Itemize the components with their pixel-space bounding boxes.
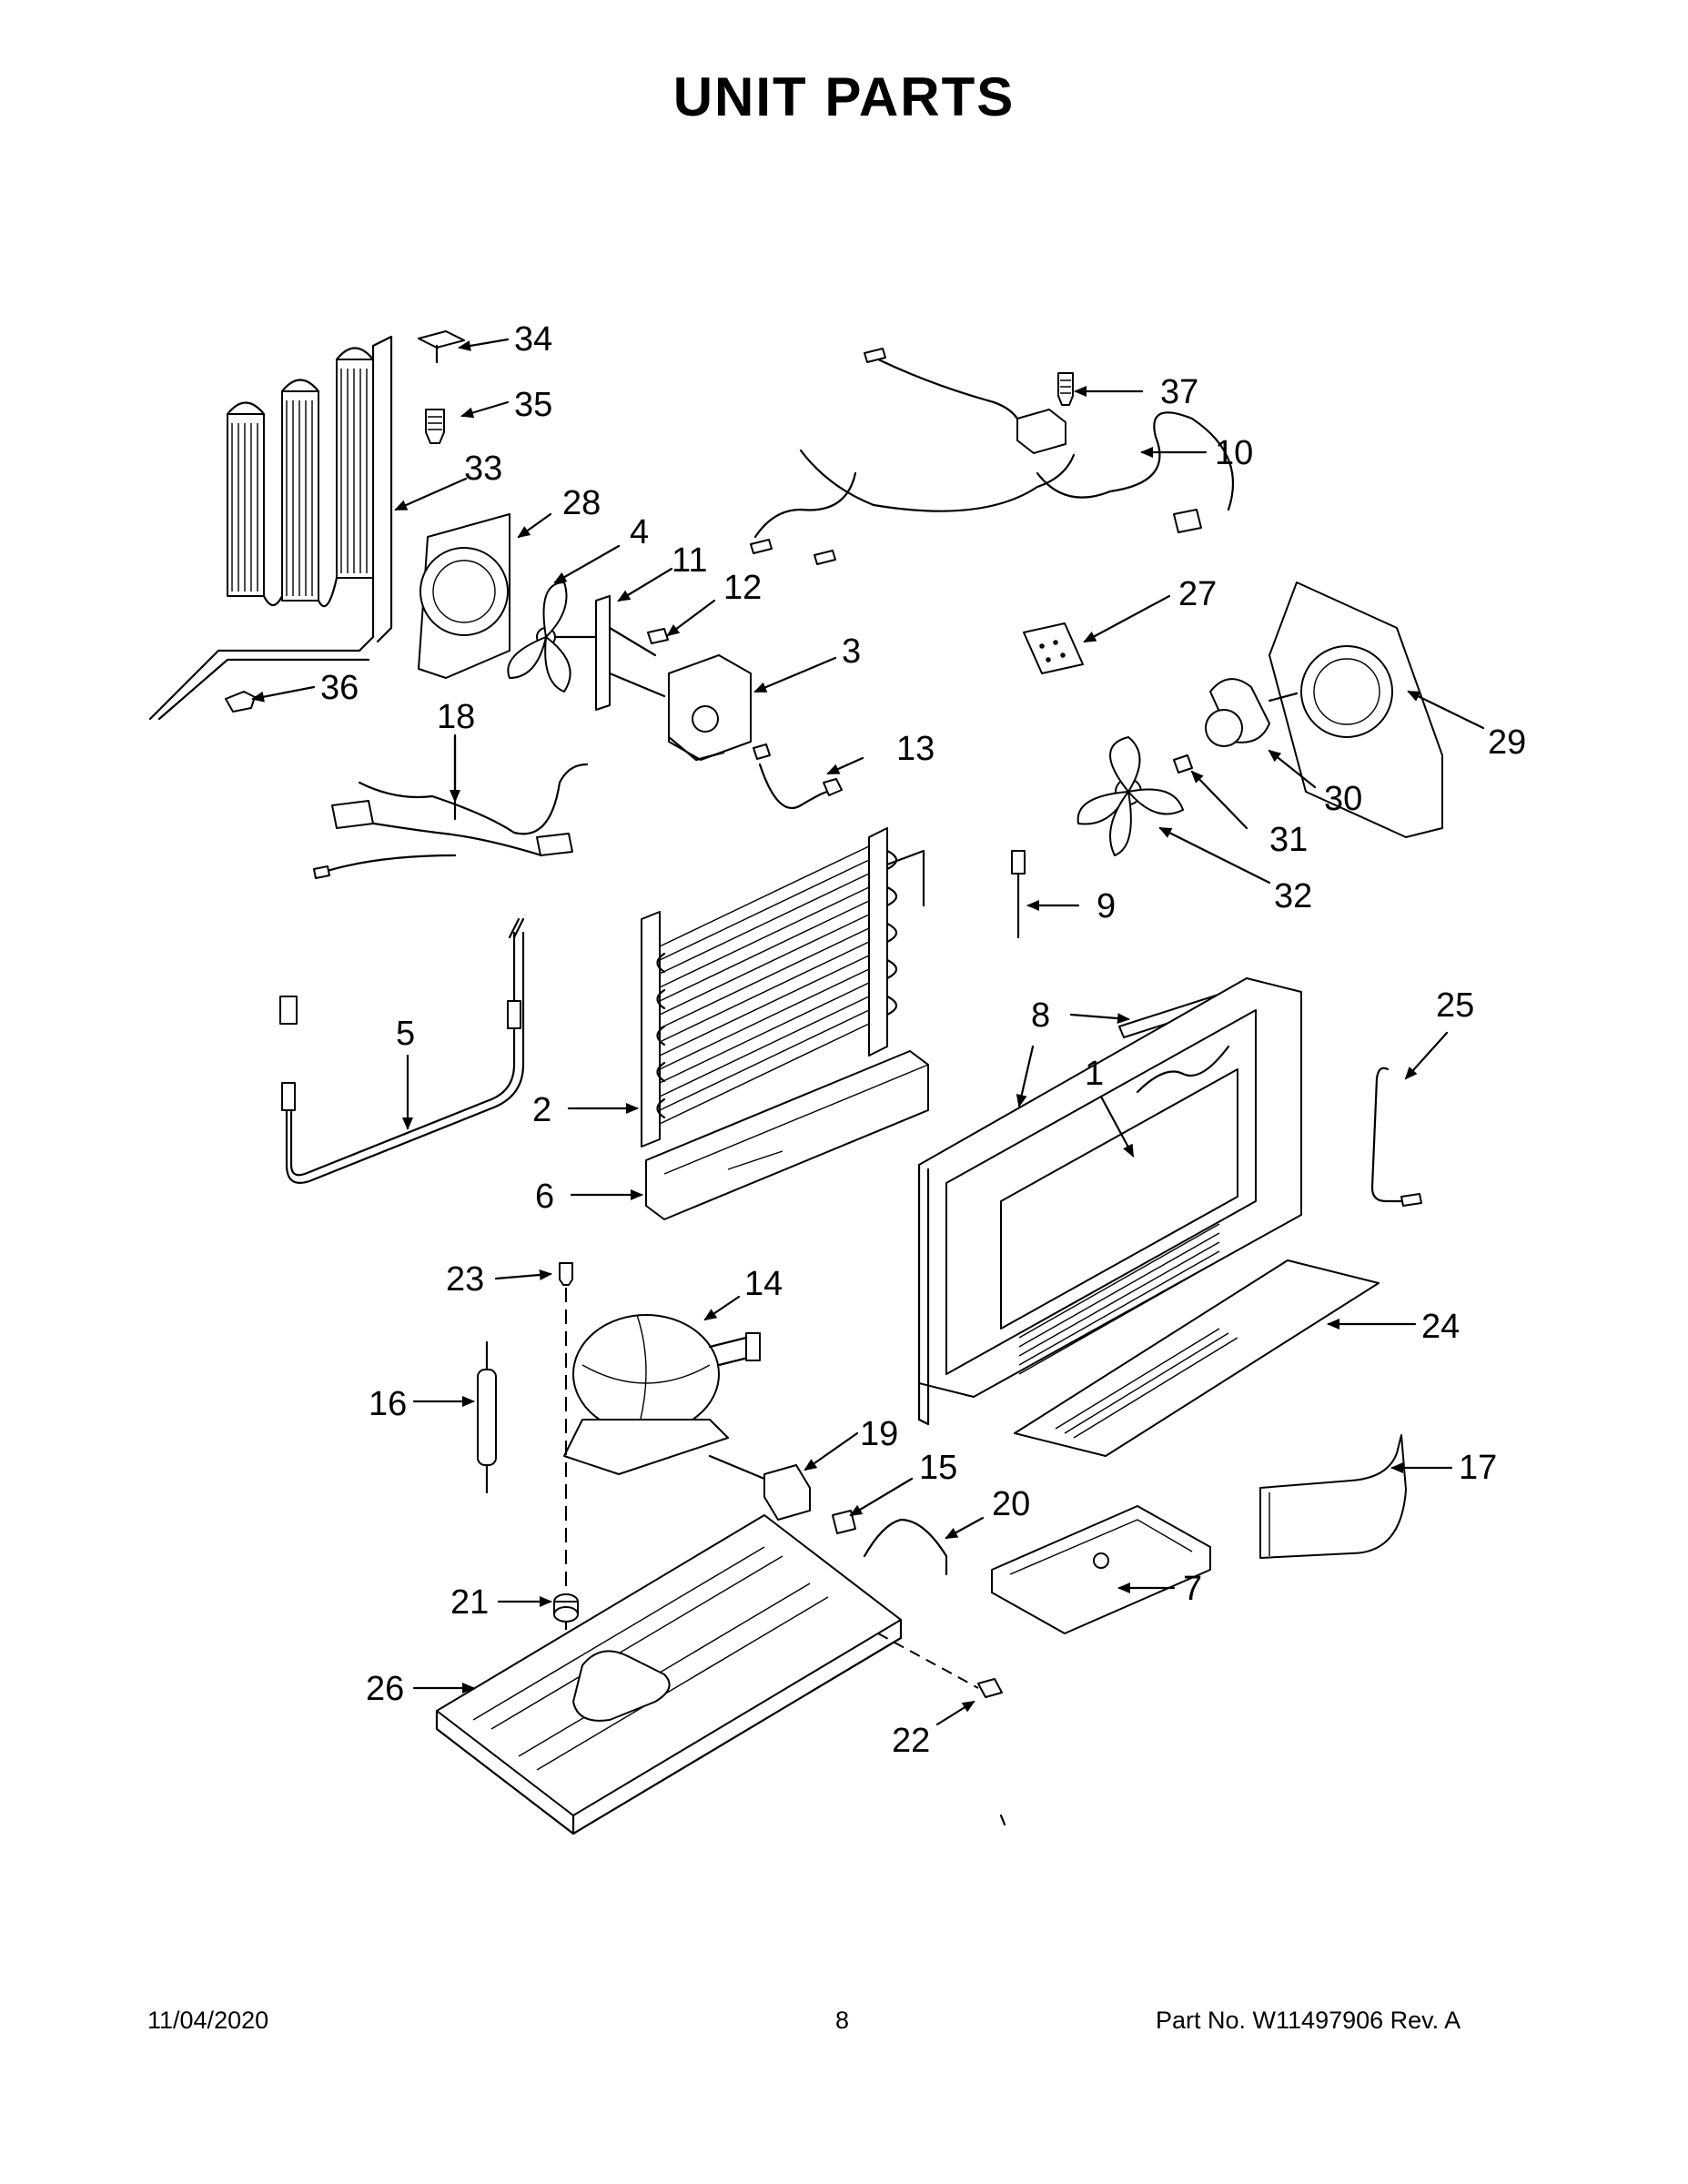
stray-mark xyxy=(999,1814,1006,1826)
evaporator-part-2 xyxy=(641,827,925,1148)
condenser-coil-part-33 xyxy=(148,335,393,721)
callout-20: 20 xyxy=(992,1485,1030,1523)
duct-part-17 xyxy=(1259,1434,1407,1559)
callout-5: 5 xyxy=(396,1015,415,1053)
wire-harness-part-13 xyxy=(753,743,843,810)
callout-28: 28 xyxy=(562,484,601,522)
fan-shroud-part-28 xyxy=(418,513,510,679)
fan-shroud-part-29 xyxy=(1269,581,1443,838)
wire-harness-part-18 xyxy=(313,735,589,879)
callout-21: 21 xyxy=(450,1583,489,1622)
fan-motor-part-30 xyxy=(1205,678,1299,747)
callout-35: 35 xyxy=(514,386,552,424)
screw-part-35 xyxy=(425,409,445,444)
callout-34: 34 xyxy=(514,320,552,359)
fan-motor-part-3 xyxy=(667,654,752,762)
callout-23: 23 xyxy=(446,1260,484,1299)
wire-harness-part-10 xyxy=(750,348,1235,565)
clip-part-34 xyxy=(418,330,465,364)
callout-29: 29 xyxy=(1488,723,1526,762)
callouts: 34 35 33 28 4 11 12 3 13 36 18 37 10 27 … xyxy=(251,320,1526,1760)
callout-27: 27 xyxy=(1178,575,1217,613)
callout-11: 11 xyxy=(672,541,707,580)
filter-drier-part-16 xyxy=(477,1340,497,1494)
bracket-part-11 xyxy=(595,595,666,711)
drain-pan-part-7 xyxy=(991,1505,1211,1634)
callout-25: 25 xyxy=(1436,986,1474,1025)
page-title: UNIT PARTS xyxy=(672,66,1016,127)
callout-6: 6 xyxy=(535,1178,554,1216)
callout-8: 8 xyxy=(1031,996,1050,1035)
grommet-part-21 xyxy=(553,1593,579,1623)
callout-15: 15 xyxy=(919,1449,957,1487)
callout-32: 32 xyxy=(1274,877,1312,915)
wire-part-20 xyxy=(863,1518,948,1576)
evaporator-cover-part-1 xyxy=(917,977,1302,1426)
screw-part-22 xyxy=(977,1678,1003,1698)
callout-13: 13 xyxy=(896,730,935,768)
defrost-heater-part-5 xyxy=(279,917,525,1184)
callout-19: 19 xyxy=(860,1415,898,1453)
screw-part-12 xyxy=(647,628,669,644)
callout-22: 22 xyxy=(892,1722,930,1760)
bolt-part-31 xyxy=(1173,754,1193,774)
base-plate-part-26 xyxy=(435,1514,903,1835)
callout-16: 16 xyxy=(369,1385,407,1423)
callout-33: 33 xyxy=(464,450,502,488)
callout-4: 4 xyxy=(630,513,649,551)
callout-2: 2 xyxy=(532,1091,551,1129)
callout-31: 31 xyxy=(1269,821,1308,859)
callout-7: 7 xyxy=(1183,1570,1202,1608)
tube-part-25 xyxy=(1370,1067,1422,1207)
callout-12: 12 xyxy=(723,569,762,607)
clip-part-36 xyxy=(225,691,256,713)
callout-1: 1 xyxy=(1085,1055,1104,1093)
pad-part-27 xyxy=(1023,622,1084,674)
callout-37: 37 xyxy=(1160,373,1198,411)
thermistor-part-9 xyxy=(1011,850,1026,939)
callout-14: 14 xyxy=(744,1265,783,1303)
callout-36: 36 xyxy=(320,669,359,707)
dashed-line-22 xyxy=(877,1633,979,1689)
footer-date: 11/04/2020 xyxy=(147,2007,269,2034)
footer-page-number: 8 xyxy=(835,2007,850,2034)
callout-24: 24 xyxy=(1421,1308,1460,1346)
relay-part-19 xyxy=(708,1454,811,1521)
callout-3: 3 xyxy=(842,632,861,671)
fan-blade-part-4 xyxy=(507,581,602,693)
fan-blade-part-32 xyxy=(1076,736,1184,856)
screw-part-37 xyxy=(1057,372,1074,406)
callout-18: 18 xyxy=(437,698,475,736)
compressor-part-14 xyxy=(563,1314,761,1475)
callout-10: 10 xyxy=(1215,434,1253,472)
screw-part-23 xyxy=(559,1262,573,1286)
drain-trough-part-6 xyxy=(645,1050,929,1220)
overload-part-15 xyxy=(832,1510,856,1534)
footer-part-number: Part No. W11497906 Rev. A xyxy=(1156,2007,1461,2034)
callout-17: 17 xyxy=(1459,1449,1497,1487)
callout-30: 30 xyxy=(1324,780,1362,818)
callout-26: 26 xyxy=(366,1670,404,1708)
louver-panel-part-24 xyxy=(1014,1259,1380,1457)
callout-9: 9 xyxy=(1097,887,1116,925)
